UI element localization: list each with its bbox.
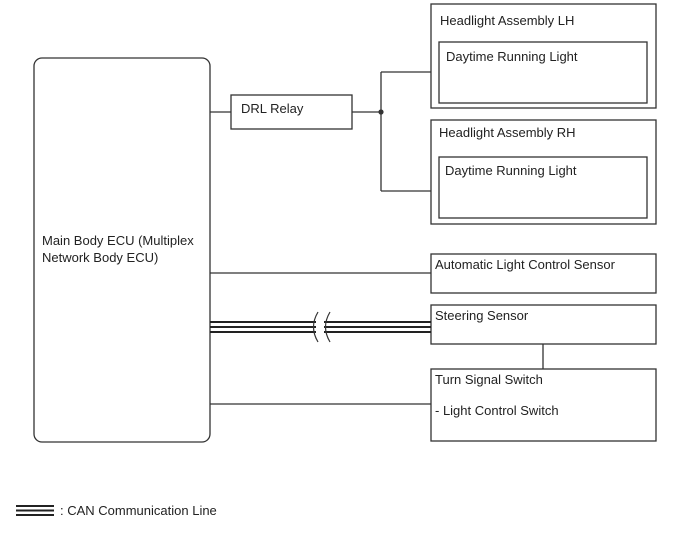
drl-relay-label: DRL Relay — [241, 101, 304, 116]
headlight-lh-drl-label: Daytime Running Light — [446, 49, 578, 64]
can-line — [210, 321, 431, 333]
can-line-break-mark — [312, 311, 331, 343]
headlight-rh-drl-label: Daytime Running Light — [445, 163, 577, 178]
headlight-lh-label: Headlight Assembly LH — [440, 13, 575, 28]
steering-sensor-label: Steering Sensor — [435, 308, 529, 323]
ecu-label: Main Body ECU (Multiplex Network Body EC… — [42, 233, 194, 265]
junction-dot — [378, 109, 384, 115]
ecu-box — [33, 57, 211, 443]
legend-can-symbol — [16, 505, 54, 516]
turn-signal-switch-label: Turn Signal Switch — [435, 372, 543, 387]
headlight-rh-drl-box — [438, 156, 648, 219]
legend-can-label: : CAN Communication Line — [60, 503, 217, 518]
headlight-rh-label: Headlight Assembly RH — [439, 125, 576, 140]
headlight-lh-box — [430, 3, 657, 109]
headlight-lh-drl-box — [438, 41, 648, 104]
auto-light-sensor-label: Automatic Light Control Sensor — [435, 257, 615, 272]
headlight-rh-box — [430, 119, 657, 225]
light-control-switch-label: - Light Control Switch — [435, 403, 559, 418]
